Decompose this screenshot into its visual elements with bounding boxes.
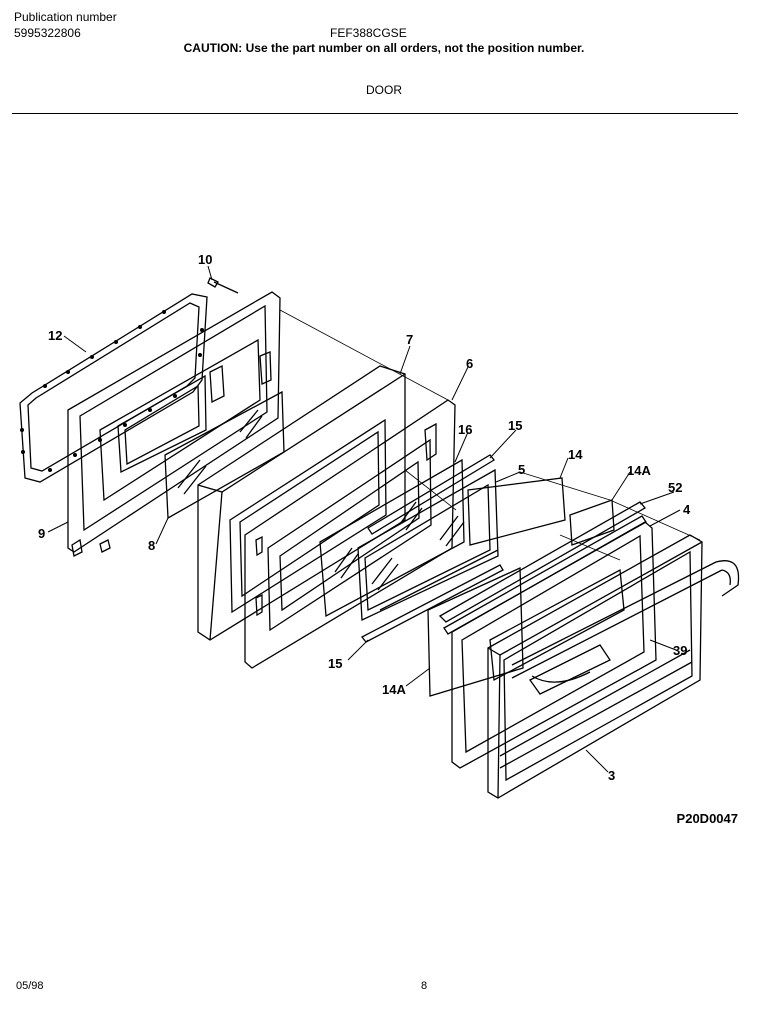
- footer-page-number: 8: [421, 980, 428, 992]
- publication-label: Publication number: [14, 10, 117, 24]
- footer-date: 05/98: [16, 980, 44, 992]
- callout-15: 15: [508, 418, 522, 433]
- callout-14: 14: [568, 447, 583, 462]
- callout-9: 9: [38, 526, 45, 541]
- door-handle-part: [511, 560, 740, 683]
- publication-number: 5995322806: [14, 26, 81, 40]
- leader-lines: [47, 265, 681, 773]
- outer-door-panel-part: [451, 521, 657, 769]
- insulation-lower-part: [427, 567, 524, 697]
- callout-39: 39: [673, 643, 687, 658]
- seal-strip-part: [438, 501, 647, 635]
- inner-door-liner-part: [67, 291, 281, 557]
- model-number: FEF388CGSE: [330, 26, 407, 40]
- callout-15-lower: 15: [328, 656, 342, 671]
- door-gasket-part: [19, 293, 208, 483]
- section-title: DOOR: [366, 83, 402, 97]
- callout-10: 10: [198, 252, 212, 267]
- header-divider: [12, 113, 738, 114]
- callout-3: 3: [608, 768, 615, 783]
- callout-14a-lower: 14A: [382, 682, 406, 697]
- insulation-part: [467, 477, 615, 546]
- reference-lines: [279, 309, 701, 561]
- callout-16: 16: [458, 422, 472, 437]
- trim-strip-part: [360, 564, 504, 643]
- outer-glass-part: [357, 468, 499, 621]
- inner-glass-part: [164, 390, 285, 520]
- callout-7: 7: [406, 332, 413, 347]
- door-front-part: [487, 534, 703, 799]
- window-glass-part: [319, 454, 495, 618]
- callout-8: 8: [148, 538, 155, 553]
- caution-note: CAUTION: Use the part number on all orde…: [183, 41, 585, 55]
- door-frame-part: [197, 365, 406, 641]
- callout-14a: 14A: [627, 463, 651, 478]
- callout-52: 52: [668, 480, 682, 495]
- screw-part: [207, 277, 239, 294]
- diagram-code: P20D0047: [676, 811, 738, 826]
- door-panel-part: [244, 399, 456, 669]
- callout-4: 4: [683, 502, 691, 517]
- callout-6: 6: [466, 356, 473, 371]
- callout-5: 5: [518, 462, 525, 477]
- callout-12: 12: [48, 328, 62, 343]
